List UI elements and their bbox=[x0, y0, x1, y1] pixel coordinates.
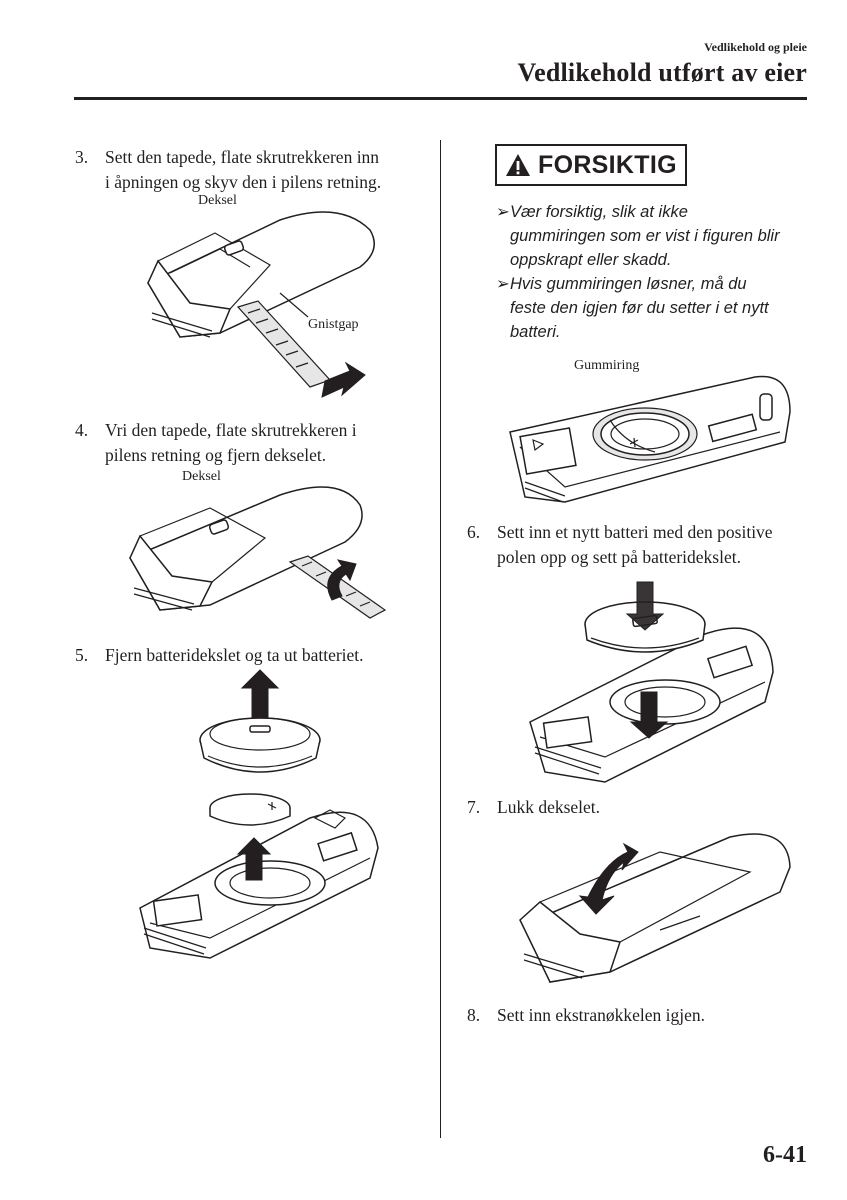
step-3: 3. Sett den tapede, flate skrutrekkeren … bbox=[75, 145, 435, 195]
step-3-line-1: Sett den tapede, flate skrutrekkeren inn bbox=[105, 147, 380, 167]
illustration-step-3 bbox=[146, 211, 375, 398]
illustration-battery-cover-removal bbox=[199, 669, 321, 773]
page-title: Vedlikehold utført av eier bbox=[517, 58, 807, 87]
label-spark-gap: Gnistgap bbox=[308, 317, 359, 332]
step-8-line-1: Sett inn ekstranøkkelen igjen. bbox=[497, 1005, 706, 1025]
caution-bullet-2-line-3: batteri. bbox=[510, 323, 561, 341]
bullet-arrow-icon: ➢ bbox=[496, 203, 510, 221]
step-6-line-1: Sett inn et nytt batteri med den positiv… bbox=[497, 522, 773, 542]
caution-bullet-1: ➢ Vær forsiktig, slik at ikke gummiringe… bbox=[496, 200, 836, 272]
page-number: 6-41 bbox=[763, 1142, 807, 1168]
step-8: 8. Sett inn ekstranøkkelen igjen. bbox=[467, 1003, 827, 1028]
step-6-line-2: polen opp og sett på batteridekslet. bbox=[497, 547, 741, 567]
step-6-number: 6. bbox=[467, 522, 481, 542]
caution-box: FORSIKTIG bbox=[495, 144, 687, 186]
caution-bullet-2-line-2: feste den igjen før du setter i et nytt bbox=[510, 299, 769, 317]
step-3-number: 3. bbox=[75, 147, 89, 167]
label-cover-step-3: Deksel bbox=[198, 193, 237, 208]
label-rubber-ring: Gummiring bbox=[574, 358, 640, 373]
header-rule bbox=[74, 97, 807, 100]
caution-bullet-1-line-2: gummiringen som er vist i figuren blir bbox=[510, 227, 780, 245]
caution-bullet-2: ➢ Hvis gummiringen løsner, må du feste d… bbox=[496, 272, 836, 344]
step-5-number: 5. bbox=[75, 645, 89, 665]
step-8-number: 8. bbox=[467, 1005, 481, 1025]
step-4-line-1: Vri den tapede, flate skrutrekkeren i bbox=[105, 420, 357, 440]
illustration-battery-removal bbox=[139, 793, 379, 959]
step-4-line-2: pilens retning og fjern dekselet. bbox=[105, 445, 327, 465]
caution-bullet-1-line-3: oppskrapt eller skadd. bbox=[510, 251, 672, 269]
step-5: 5. Fjern batteridekslet og ta ut batteri… bbox=[75, 643, 435, 668]
illustration-close-cover bbox=[519, 833, 791, 983]
caution-bullet-2-line-1: Hvis gummiringen løsner, må du bbox=[510, 275, 747, 293]
label-cover-step-4: Deksel bbox=[182, 469, 221, 484]
illustration-rubber-ring bbox=[509, 375, 791, 503]
caution-bullet-1-line-1: Vær forsiktig, slik at ikke bbox=[510, 203, 688, 221]
step-4-number: 4. bbox=[75, 420, 89, 440]
step-4: 4. Vri den tapede, flate skrutrekkeren i… bbox=[75, 418, 435, 468]
warning-triangle-icon bbox=[506, 154, 530, 176]
illustration-step-4 bbox=[128, 486, 387, 619]
bullet-arrow-icon: ➢ bbox=[496, 275, 510, 293]
caution-word: FORSIKTIG bbox=[538, 150, 677, 179]
column-divider bbox=[440, 140, 441, 1138]
step-7-number: 7. bbox=[467, 797, 481, 817]
step-5-line-1: Fjern batteridekslet og ta ut batteriet. bbox=[105, 645, 364, 665]
step-6: 6. Sett inn et nytt batteri med den posi… bbox=[467, 520, 827, 570]
illustration-battery-insertion bbox=[529, 581, 774, 783]
step-7-line-1: Lukk dekselet. bbox=[497, 797, 601, 817]
step-7: 7. Lukk dekselet. bbox=[467, 795, 827, 820]
section-header: Vedlikehold og pleie bbox=[704, 40, 807, 54]
step-3-line-2: i åpningen og skyv den i pilens retning. bbox=[105, 172, 382, 192]
